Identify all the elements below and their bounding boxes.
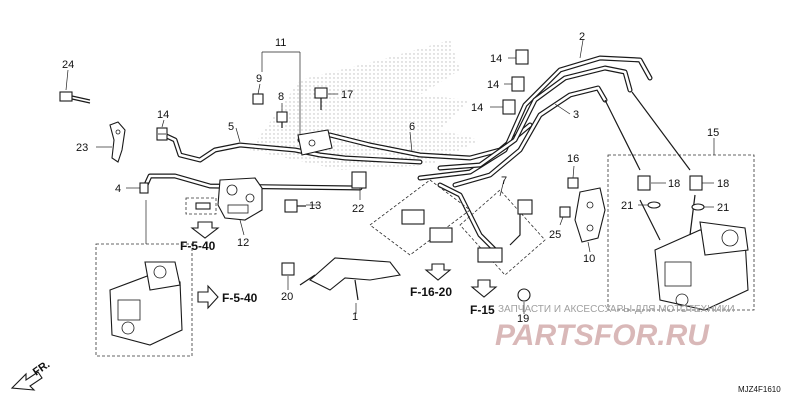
diagram-code: MJZ4F1610 bbox=[738, 385, 781, 394]
ref-label-f1620: F-16-20 bbox=[410, 285, 452, 299]
bracket-10 bbox=[574, 187, 606, 243]
pipe-7-group bbox=[437, 182, 498, 253]
joint-block bbox=[297, 129, 333, 156]
callout-16: 16 bbox=[567, 153, 579, 165]
bolt-24 bbox=[59, 91, 91, 104]
ref-arrow-f15 bbox=[470, 279, 498, 298]
washer-21-right bbox=[691, 203, 705, 211]
callout-14-mid: 14 bbox=[487, 79, 499, 91]
callout-12: 12 bbox=[237, 237, 249, 249]
detail-box-abs bbox=[607, 154, 755, 311]
callout-25: 25 bbox=[549, 229, 561, 241]
bolt-18-left bbox=[637, 175, 651, 191]
washer-21-left bbox=[647, 201, 661, 209]
ref-arrow-f540-top bbox=[190, 221, 220, 239]
callout-5: 5 bbox=[228, 121, 234, 133]
bracket-1 bbox=[299, 257, 401, 301]
callout-14-left: 14 bbox=[157, 109, 169, 121]
pipe-3 bbox=[452, 85, 608, 188]
bolt-16 bbox=[567, 177, 579, 189]
callout-14-low: 14 bbox=[471, 102, 483, 114]
clip-14-top bbox=[515, 49, 529, 65]
clip-14-low bbox=[502, 99, 516, 115]
pipe-5 bbox=[157, 130, 423, 165]
watermark-tagline: ЗАПЧАСТИ И АКСЕССУАРЫ ДЛЯ МОТОТЕХНИКИ bbox=[498, 304, 735, 315]
callout-4: 4 bbox=[115, 183, 121, 195]
clip-22 bbox=[351, 171, 367, 189]
detail-box-center-left bbox=[369, 179, 471, 256]
bolt-25 bbox=[559, 206, 571, 218]
bolt-13 bbox=[284, 199, 306, 213]
callout-17: 17 bbox=[341, 89, 353, 101]
abs-unit-right bbox=[639, 194, 749, 311]
callout-20: 20 bbox=[281, 291, 293, 303]
callout-1: 1 bbox=[352, 311, 358, 323]
detail-box-left bbox=[185, 197, 217, 215]
callout-2: 2 bbox=[579, 31, 585, 43]
callout-13: 13 bbox=[309, 200, 321, 212]
bracket-23 bbox=[109, 121, 126, 163]
callout-19: 19 bbox=[517, 313, 529, 325]
callout-21-right: 21 bbox=[717, 202, 729, 214]
detail-box-unit bbox=[95, 243, 193, 357]
bolt-18-right bbox=[689, 175, 703, 191]
callout-24: 24 bbox=[62, 59, 74, 71]
nut-19 bbox=[517, 288, 531, 302]
clip-14-mid bbox=[511, 76, 525, 92]
ref-label-f15: F-15 bbox=[470, 303, 495, 317]
ref-label-f540-mid: F-5-40 bbox=[222, 291, 258, 305]
callout-10: 10 bbox=[583, 253, 595, 265]
pipe-2 bbox=[417, 55, 653, 181]
callout-8: 8 bbox=[278, 91, 284, 103]
callout-3: 3 bbox=[573, 109, 579, 121]
watermark-logo: PARTSFOR.RU bbox=[495, 319, 710, 352]
callout-18-right: 18 bbox=[717, 178, 729, 190]
callout-11: 11 bbox=[275, 37, 286, 49]
callout-9: 9 bbox=[256, 73, 262, 85]
ref-arrow-f540-mid bbox=[197, 284, 219, 310]
abs-unit-lower-left bbox=[109, 261, 183, 346]
front-direction-arrow bbox=[10, 371, 43, 391]
clip-14-left bbox=[156, 127, 168, 141]
callout-7: 7 bbox=[501, 175, 507, 187]
bolt-17 bbox=[314, 87, 328, 110]
callout-23: 23 bbox=[76, 142, 88, 154]
bolt-20 bbox=[281, 262, 295, 276]
union-blocks bbox=[401, 199, 533, 263]
callout-18-left: 18 bbox=[668, 178, 680, 190]
callout-15: 15 bbox=[707, 127, 719, 139]
ref-label-f540-top: F-5-40 bbox=[180, 239, 216, 253]
callout-21-left: 21 bbox=[621, 200, 633, 212]
callout-14-top: 14 bbox=[490, 53, 502, 65]
modulator-12 bbox=[217, 177, 263, 221]
ref-arrow-f1620 bbox=[424, 263, 452, 281]
callout-6: 6 bbox=[409, 121, 415, 133]
bolt-9 bbox=[252, 93, 264, 105]
pipe-4-nut bbox=[139, 182, 149, 194]
callout-22: 22 bbox=[352, 203, 364, 215]
